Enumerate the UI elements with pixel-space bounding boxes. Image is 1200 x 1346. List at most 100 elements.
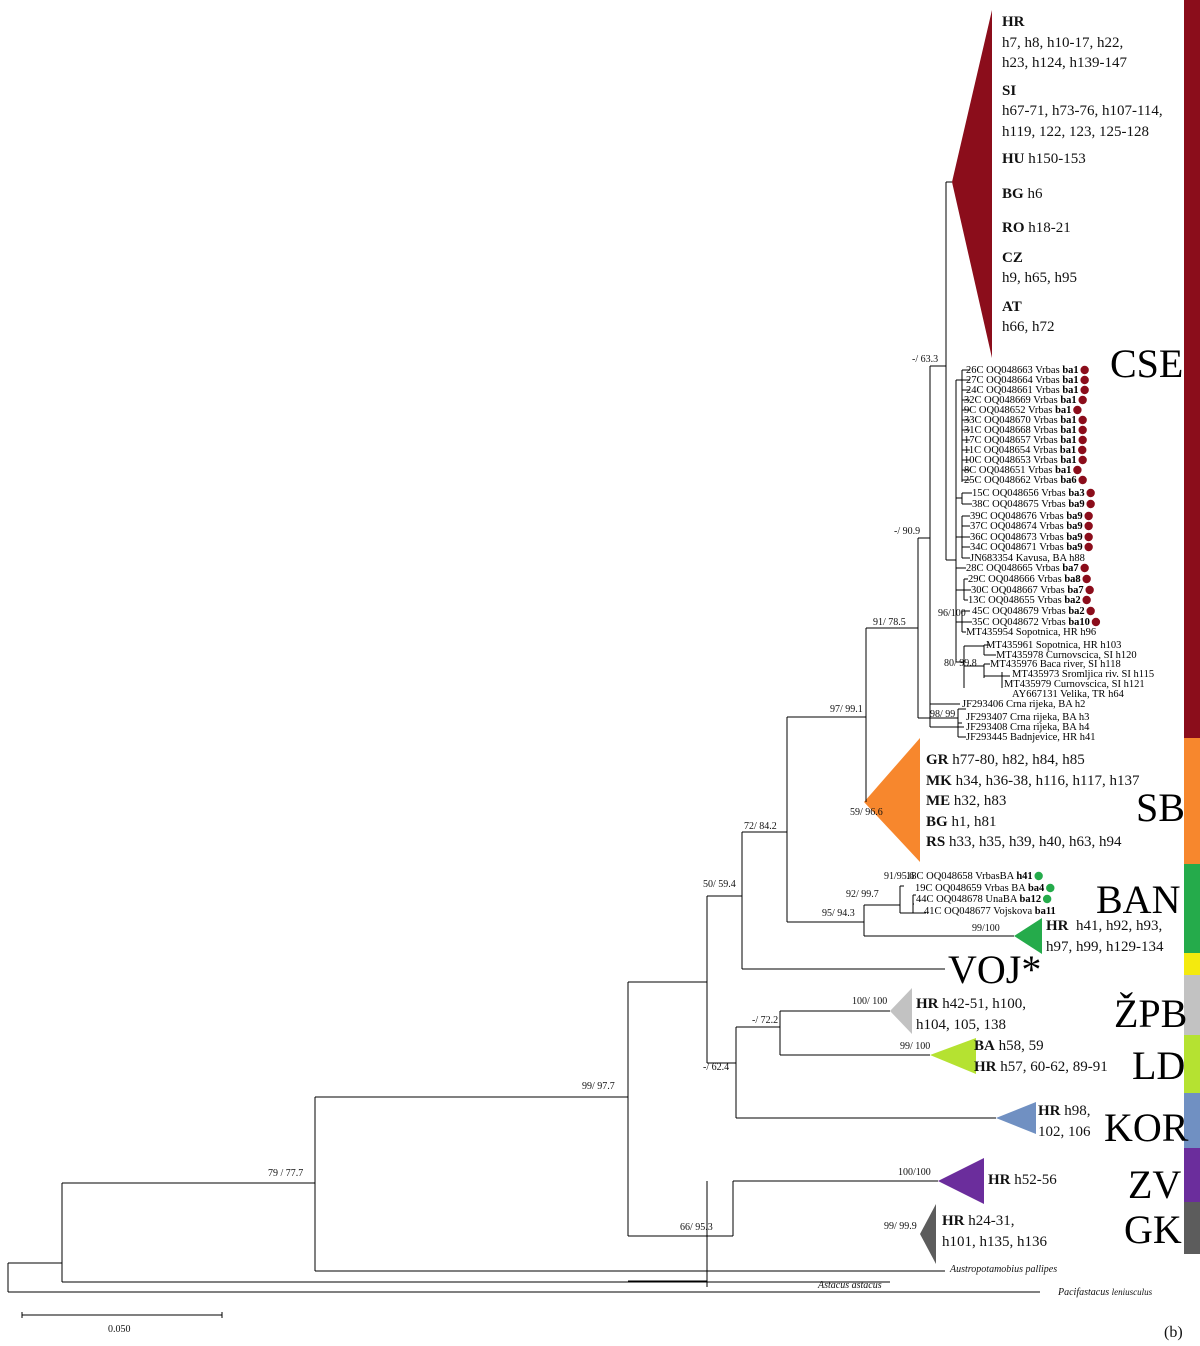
haplotype-dot (1086, 499, 1095, 509)
support-value: 99/ 99.9 (884, 1221, 917, 1232)
support-value: 79 / 77.7 (268, 1168, 304, 1179)
group-label-gk: GK (1124, 1207, 1182, 1252)
zpb-collapsed-labels: HR h42-51, h100, h104, 105, 138 (916, 996, 1026, 1033)
clade-color-bar-cse (1184, 0, 1200, 738)
clade-color-bar-voj (1184, 953, 1200, 975)
leaf-label: JF293407 Crna rijeka, BA h3 (966, 712, 1089, 723)
haplotype-dot (1082, 595, 1091, 605)
leaf-label: 35C OQ048672 Vrbas ba10 (972, 617, 1090, 628)
outgroup-astacus: Astacus astacus (818, 1280, 882, 1291)
leaf-label: 37C OQ048674 Vrbas ba9 (970, 521, 1083, 532)
group-label-cse: CSE (1110, 341, 1184, 386)
leaf-label: 10C OQ048653 Vrbas ba1 (964, 455, 1077, 466)
haplotype-dot (1078, 425, 1087, 435)
support-value: 97/ 99.1 (830, 704, 863, 715)
leaf-label: JN683354 Kavusa, BA h88 (970, 553, 1085, 564)
support-value: 99/100 (972, 923, 1000, 934)
support-value: 50/ 59.4 (703, 879, 736, 890)
group-label-ban: BAN (1096, 877, 1181, 922)
haplotype-dot (1084, 511, 1093, 521)
clade-color-bar-zpb (1184, 975, 1200, 1035)
scale-bar-label: 0.050 (108, 1324, 131, 1335)
leaf-label: 34C OQ048671 Vrbas ba9 (970, 542, 1083, 553)
collapsed-triangle-zv (938, 1158, 984, 1204)
leaf-label: 45C OQ048679 Vrbas ba2 (972, 606, 1085, 617)
haplotype-dot (1073, 465, 1082, 475)
haplotype-dot (1091, 617, 1101, 627)
sb-gr: GR h77-80, h82, h84, h85 (926, 752, 1085, 768)
support-value: 72/ 84.2 (744, 821, 777, 832)
haplotype-dot (1078, 435, 1087, 445)
group-label-sb: SB (1136, 785, 1185, 830)
support-value: 92/ 99.7 (846, 889, 879, 900)
leaf-label: MT435973 Sromljica riv. SI h115 (1012, 669, 1154, 680)
support-value: -/ 62.4 (703, 1062, 730, 1073)
support-value: 100/ 100 (852, 996, 888, 1007)
group-label-zv: ZV (1128, 1162, 1182, 1207)
leaf-label: MT435976 Baca river, SI h118 (990, 659, 1121, 670)
haplotype-dot (1078, 475, 1087, 485)
leaf-label: 9C OQ048652 Vrbas ba1 (964, 405, 1071, 416)
clade-color-bar-sb (1184, 738, 1200, 864)
support-value: 91/ 78.5 (873, 617, 906, 628)
leaf-label: 18C OQ048658 VrbasBA h41 (906, 871, 1033, 882)
outgroup-pacifastacus: Pacifastacus leniusculus (1058, 1287, 1153, 1298)
clade-color-bar-zv (1184, 1148, 1200, 1202)
haplotype-dot (1078, 445, 1087, 455)
haplotype-dot (1080, 563, 1089, 573)
leaf-label: 38C OQ048675 Vrbas ba9 (972, 499, 1085, 510)
leaf-label: 25C OQ048662 Vrbas ba6 (964, 475, 1077, 486)
leaf-label: 33C OQ048670 Vrbas ba1 (964, 415, 1077, 426)
leaf-label: MT435954 Sopotnica, HR h96 (966, 627, 1096, 638)
leaf-label: 32C OQ048669 Vrbas ba1 (964, 395, 1077, 406)
haplotype-dot (1078, 395, 1087, 405)
haplotype-dot (1085, 585, 1094, 595)
kor-collapsed-labels: HR h98, 102, 106 (1038, 1103, 1091, 1140)
support-value: 59/ 96.6 (850, 807, 883, 818)
leaf-label: 30C OQ048667 Vrbas ba7 (971, 585, 1084, 596)
leaf-label: 39C OQ048676 Vrbas ba9 (970, 511, 1083, 522)
haplotype-dot (1084, 542, 1093, 552)
sb-mk: MK h34, h36-38, h116, h117, h137 (926, 772, 1140, 789)
haplotype-dot (1042, 894, 1052, 904)
leaf-label: MT435979 Curnovscica, SI h121 (1004, 679, 1145, 690)
leaf-label: 36C OQ048673 Vrbas ba9 (970, 532, 1083, 543)
support-value: 96/100 (938, 608, 966, 619)
zv-collapsed-labels: HR h52-56 (988, 1172, 1057, 1188)
collapsed-triangle-ld (930, 1038, 976, 1074)
collapsed-triangle-ban (1014, 918, 1042, 954)
support-value: -/ 63.3 (912, 354, 939, 365)
cse-bg: BG h6 (1002, 185, 1043, 202)
haplotype-dot (1086, 488, 1095, 498)
support-value: 66/ 95.3 (680, 1222, 713, 1233)
ban-collapsed-labels: HR h41, h92, h93, h97, h99, h129-134 (1046, 918, 1164, 955)
haplotype-dot (1073, 405, 1082, 415)
support-value: 91/95.6 (884, 871, 915, 882)
leaf-label: 8C OQ048651 Vrbas ba1 (964, 465, 1071, 476)
collapsed-triangle-gk (920, 1204, 936, 1264)
leaf-label: 41C OQ048677 Vojskova ba11 (924, 906, 1056, 917)
haplotype-dot (1084, 521, 1093, 531)
support-value: -/ 90.9 (894, 526, 921, 537)
clade-color-bar-gk (1184, 1202, 1200, 1254)
haplotype-dot (1086, 606, 1095, 616)
leaf-label: MT435978 Curnovscica, SI h120 (996, 650, 1137, 661)
cse-ro: RO h18-21 (1002, 220, 1071, 236)
sb-collapsed-labels: GR h77-80, h82, h84, h85 MK h34, h36-38,… (926, 750, 1139, 853)
haplotype-dot (1082, 574, 1091, 584)
support-value: -/ 72.2 (752, 1015, 779, 1026)
support-value: 100/100 (898, 1167, 931, 1178)
group-label-ld: LD (1132, 1043, 1186, 1088)
sb-bg: BG h1, h81 (926, 813, 997, 830)
gk-collapsed-labels: HR h24-31, h101, h135, h136 (942, 1213, 1047, 1250)
support-value: 99/ 97.7 (582, 1081, 615, 1092)
leaf-label: JF293445 Badnjevice, HR h41 (966, 732, 1096, 743)
support-value: 95/ 94.3 (822, 908, 855, 919)
cse-hu: HU h150-153 (1002, 151, 1086, 167)
leaf-label: 28C OQ048665 Vrbas ba7 (966, 563, 1079, 574)
